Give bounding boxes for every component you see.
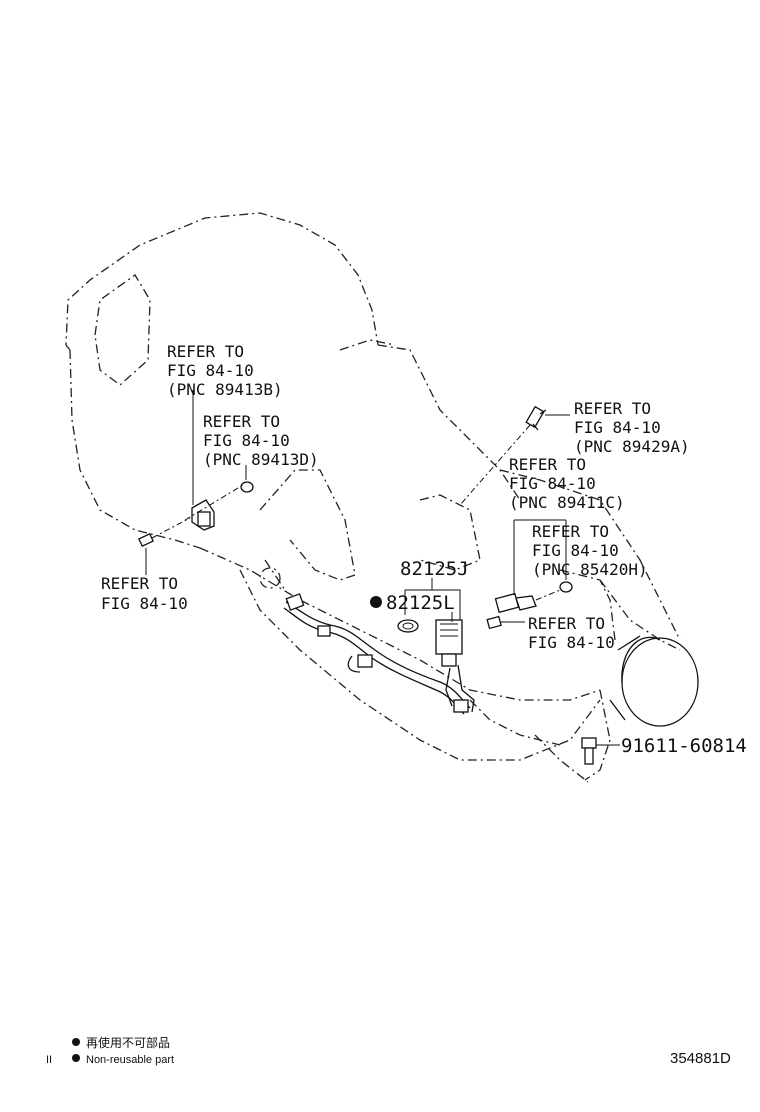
- callout-left-bolt-line1: REFER TO: [101, 574, 178, 593]
- legend-marker: II: [46, 1054, 52, 1066]
- drawing-id: 354881D: [670, 1050, 731, 1067]
- callout-85420h: REFER TO FIG 84-10 (PNC 85420H): [532, 522, 648, 579]
- callout-89413b-line1: REFER TO: [167, 342, 244, 361]
- callout-89411c-line1: REFER TO: [509, 455, 586, 474]
- part-number-82125j[interactable]: 82125J: [400, 558, 469, 580]
- callout-89429a-line2: FIG 84-10: [574, 418, 661, 437]
- callout-89411c-line2: FIG 84-10: [509, 474, 596, 493]
- part-number-82125l[interactable]: 82125L: [386, 592, 455, 614]
- leader-lines: [145, 390, 570, 623]
- callout-right-bolt-line2: FIG 84-10: [528, 633, 615, 652]
- callout-85420h-line2: FIG 84-10: [532, 541, 619, 560]
- callout-89429a-line1: REFER TO: [574, 399, 651, 418]
- left-sensor-group: [138, 481, 254, 548]
- legend-jp-text: 再使用不可部品: [86, 1035, 170, 1050]
- legend-bullet-icon-2: [72, 1054, 80, 1062]
- legend: 再使用不可部品 II Non-reusable part: [46, 1035, 174, 1066]
- solenoid-assembly: [435, 619, 463, 667]
- callout-89429a: REFER TO FIG 84-10 (PNC 89429A): [574, 399, 690, 456]
- non-reusable-marker-icon: [370, 596, 382, 608]
- callout-right-bolt: REFER TO FIG 84-10: [528, 614, 615, 652]
- callout-left-bolt: REFER TO FIG 84-10: [101, 574, 188, 613]
- callout-89413d: REFER TO FIG 84-10 (PNC 89413D): [203, 412, 319, 469]
- callout-right-bolt-line1: REFER TO: [528, 614, 605, 633]
- legend-bullet-icon: [72, 1038, 80, 1046]
- right-sensor-group: [486, 581, 573, 630]
- callout-89413d-line3: (PNC 89413D): [203, 450, 319, 469]
- part-number-91611-60814[interactable]: 91611-60814: [621, 735, 747, 757]
- callout-89413d-line2: FIG 84-10: [203, 431, 290, 450]
- callout-left-bolt-line2: FIG 84-10: [101, 594, 188, 613]
- gasket-icon: [397, 619, 419, 633]
- callout-89411c-line3: (PNC 89411C): [509, 493, 625, 512]
- output-flange: [609, 635, 699, 727]
- callout-89411c: REFER TO FIG 84-10 (PNC 89411C): [509, 455, 625, 512]
- callout-89413b-line3: (PNC 89413B): [167, 380, 283, 399]
- callout-85420h-line1: REFER TO: [532, 522, 609, 541]
- transmission-housing-outline: [65, 212, 681, 783]
- callout-89413b-line2: FIG 84-10: [167, 361, 254, 380]
- callout-89429a-line3: (PNC 89429A): [574, 437, 690, 456]
- legend-en-text: Non-reusable part: [86, 1054, 174, 1066]
- bolt-91611-icon: [581, 737, 620, 765]
- speed-sensor-upper: [459, 405, 547, 506]
- callout-85420h-line3: (PNC 85420H): [532, 560, 648, 579]
- callout-89413b: REFER TO FIG 84-10 (PNC 89413B): [167, 342, 283, 399]
- wire-harness: [283, 593, 475, 715]
- callout-89413d-line1: REFER TO: [203, 412, 280, 431]
